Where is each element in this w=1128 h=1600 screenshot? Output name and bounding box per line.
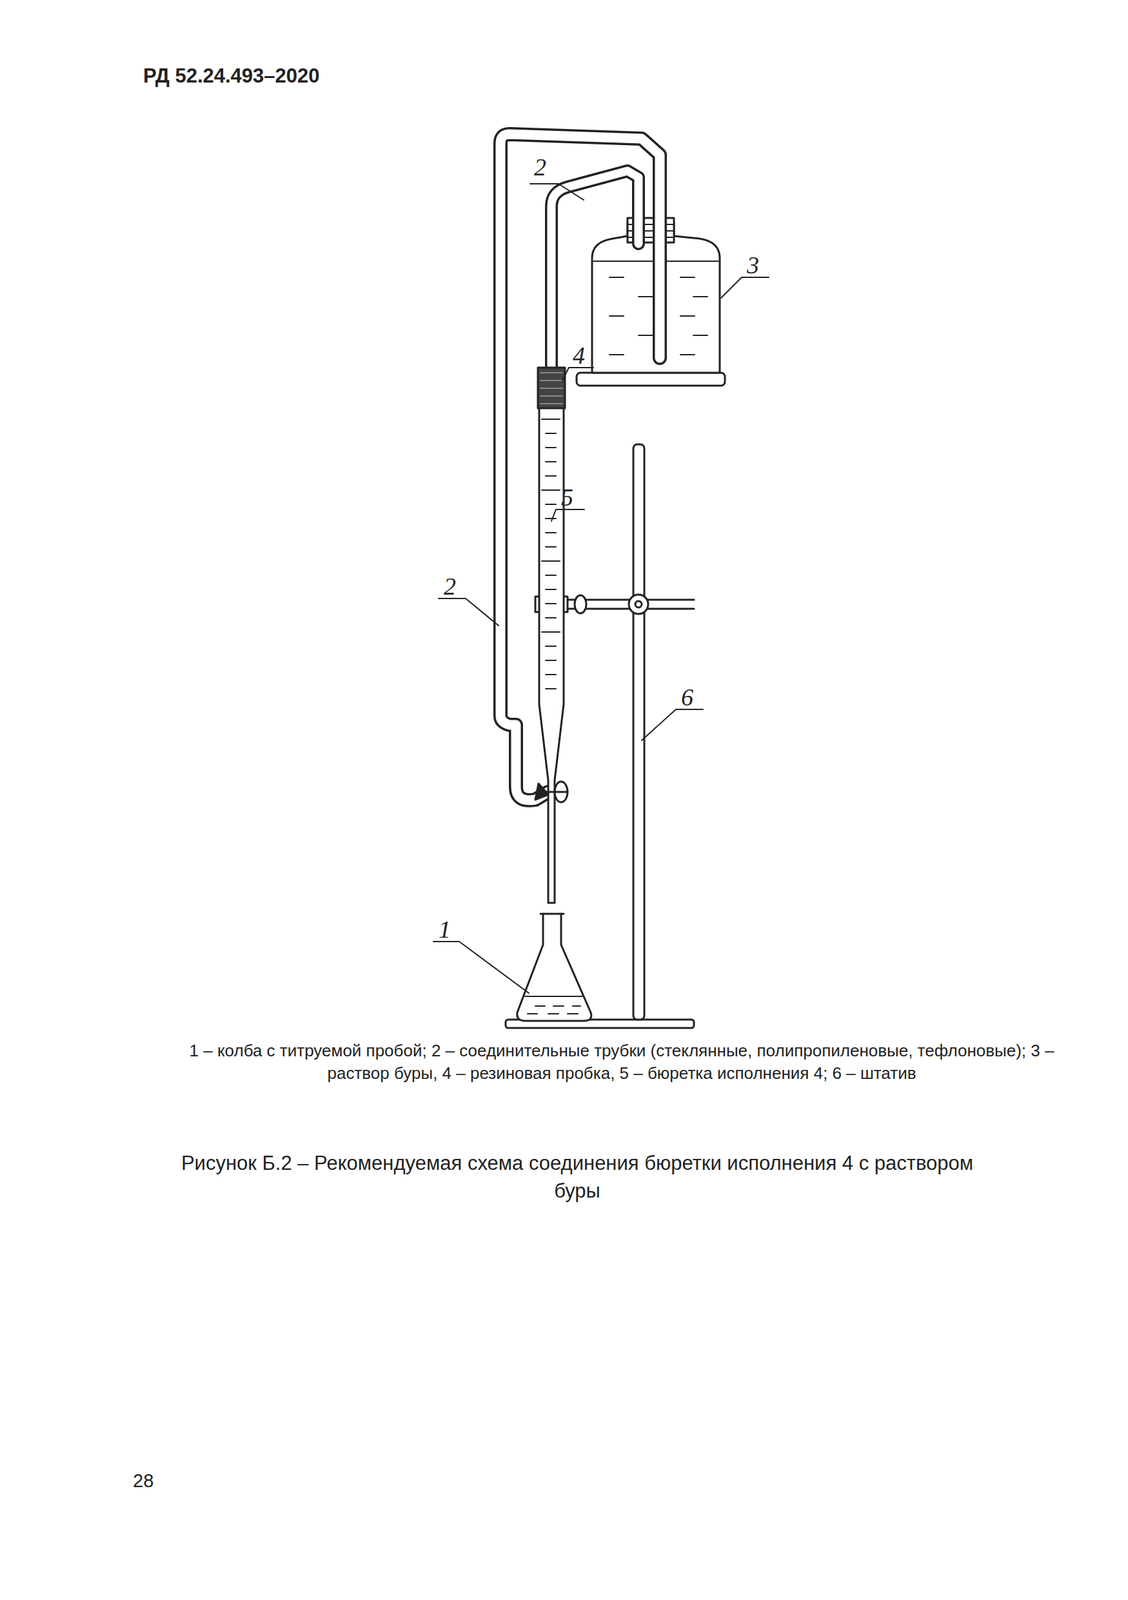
stopcock-plug xyxy=(544,791,568,794)
clamp-knob xyxy=(628,594,649,614)
graduation-mark xyxy=(545,517,556,520)
graduation-mark xyxy=(545,673,556,676)
graduation-mark xyxy=(541,631,560,633)
graduation-mark xyxy=(545,659,556,662)
callout-number: 1 xyxy=(438,917,451,942)
liquid-dash xyxy=(693,296,708,298)
tube-outer xyxy=(500,134,660,801)
flask-liquid-level xyxy=(524,995,584,998)
page-number: 28 xyxy=(132,1470,154,1492)
callout-number: 3 xyxy=(746,252,760,278)
flask-rim xyxy=(540,913,564,916)
callout-number: 6 xyxy=(681,684,694,710)
graduation-mark xyxy=(545,503,556,505)
figure-caption: Рисунок Б.2 – Рекомендуемая схема соедин… xyxy=(167,1149,987,1205)
document-header: РД 52.24.493–2020 xyxy=(143,64,320,88)
callout-number: 5 xyxy=(561,484,574,510)
graduation-mark xyxy=(545,546,556,548)
callout-number: 4 xyxy=(572,343,585,368)
graduation-mark xyxy=(545,432,556,435)
liquid-dash xyxy=(638,296,653,298)
flask xyxy=(517,913,592,1021)
liquid-dash xyxy=(609,276,624,278)
graduation-mark xyxy=(541,418,560,420)
graduation-mark xyxy=(545,588,556,591)
callout-number: 2 xyxy=(534,154,547,180)
liquid-dash xyxy=(638,334,653,337)
clamp-screw xyxy=(574,595,587,614)
legend-note: 1 – колба с титруемой пробой; 2 – соедин… xyxy=(183,1039,1061,1085)
graduation-mark xyxy=(545,645,556,647)
clamp-knob-center xyxy=(635,601,642,608)
graduation-mark xyxy=(545,603,556,605)
liquid-dash xyxy=(680,276,695,278)
graduation-mark xyxy=(541,489,560,491)
rubber-stopper xyxy=(537,367,565,409)
tube-inner xyxy=(551,170,639,371)
bottle-plate xyxy=(576,372,725,386)
liquid-dash xyxy=(609,315,624,317)
leader-lines xyxy=(433,183,769,994)
stopper-texture xyxy=(540,372,563,404)
liquid-dash xyxy=(680,354,695,356)
graduation-mark xyxy=(545,617,556,619)
graduation-mark xyxy=(545,475,556,477)
graduation-mark xyxy=(545,532,556,534)
burette-graduations xyxy=(541,419,560,689)
burette xyxy=(539,408,564,903)
stand-rod xyxy=(633,444,645,1020)
tube-inner-bore xyxy=(551,170,639,371)
tube-outer-bore xyxy=(500,134,660,801)
callout-number: 2 xyxy=(443,573,456,599)
flask-liquid-dashes xyxy=(527,1006,581,1014)
liquid-dash xyxy=(680,315,695,317)
graduation-mark xyxy=(545,688,556,690)
liquid-dash xyxy=(609,354,624,356)
graduation-mark xyxy=(545,446,556,449)
graduation-mark xyxy=(545,461,556,463)
graduation-mark xyxy=(545,574,556,576)
graduation-mark xyxy=(541,560,560,562)
liquid-dash xyxy=(693,334,708,337)
